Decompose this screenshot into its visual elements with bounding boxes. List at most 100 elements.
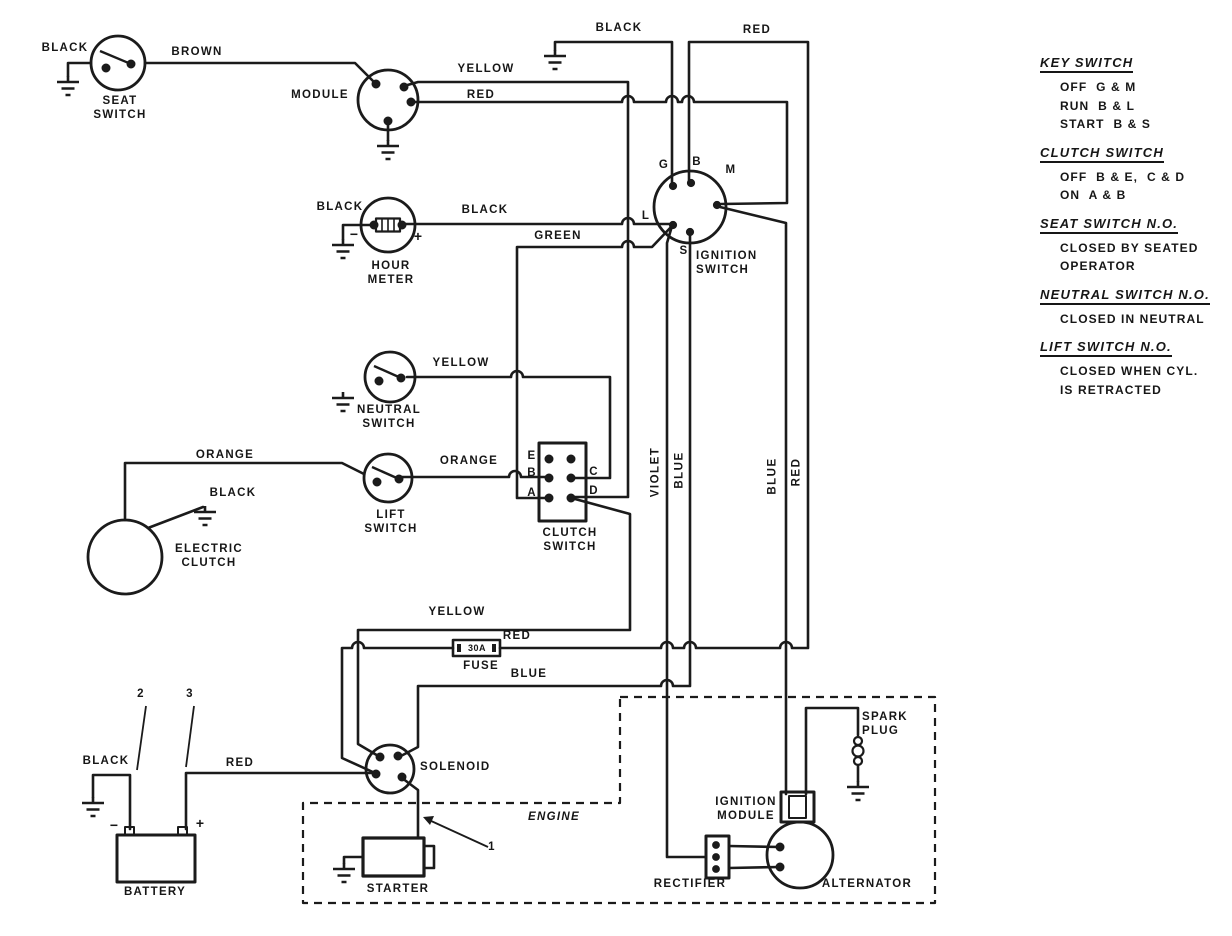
wire-orange-left: [123, 461, 366, 522]
ground-symbol: [80, 795, 106, 818]
legend-title-seat-switch: SEAT SWITCH N.O.: [1040, 216, 1179, 234]
ground-symbol: [55, 74, 81, 97]
component-label-lift-switch: LIFT SWITCH: [364, 509, 418, 535]
wire-label-black-seat: BLACK: [41, 42, 89, 54]
component-label-hour-meter: HOUR METER: [367, 260, 415, 286]
wire-label-yellow-neutral: YELLOW: [432, 357, 490, 369]
legend-line: CLOSED WHEN CYL.: [1060, 364, 1199, 378]
electric-clutch-symbol: [86, 518, 164, 596]
ground-symbol: [375, 138, 401, 161]
wire-label-green: GREEN: [534, 230, 582, 242]
leader-callout-3: [185, 705, 195, 768]
component-label-spark-plug: SPARK PLUG: [862, 711, 908, 737]
legend-line: START B & S: [1060, 117, 1151, 131]
ground-symbol: [542, 48, 568, 71]
wire-label-yellow-module: YELLOW: [457, 63, 515, 75]
wire-label-black-battery: BLACK: [82, 755, 130, 767]
module-symbol: [356, 68, 420, 141]
rectifier-symbol: [704, 834, 731, 880]
pin-label-l: L: [641, 210, 651, 222]
legend-line: OFF G & M: [1060, 80, 1137, 94]
wire-label-violet: VIOLET: [649, 446, 662, 498]
ignition-switch-symbol: [652, 169, 728, 245]
hour-meter-plus: +: [413, 228, 423, 244]
wire-solenoid-yellow: [356, 497, 632, 759]
component-label-battery: BATTERY: [123, 886, 187, 898]
wire-blue-m: [718, 205, 788, 796]
pin-label-b2: B: [527, 467, 537, 479]
wire-seat-black: [66, 61, 93, 78]
hour-meter-minus: −: [349, 226, 359, 242]
wire-top-black: [553, 40, 674, 188]
starter-symbol: [361, 836, 436, 878]
legend-line: OPERATOR: [1060, 259, 1136, 273]
legend-title-clutch-switch: CLUTCH SWITCH: [1040, 145, 1164, 163]
wire-label-blue-right: BLUE: [766, 457, 779, 495]
wire-label-orange-right: ORANGE: [439, 455, 499, 467]
hour-meter-symbol: [359, 196, 417, 254]
wire-clutch-black: [146, 505, 205, 530]
legend-title-key-switch: KEY SWITCH: [1040, 55, 1134, 73]
pin-label-c: C: [589, 466, 599, 478]
wire-neutral-yellow: [405, 369, 612, 480]
legend-lift-switch: LIFT SWITCH N.O. CLOSED WHEN CYL. IS RET…: [1040, 328, 1232, 399]
ignition-module-symbol: [779, 790, 816, 824]
wire-hourmeter-black-right: [400, 216, 674, 226]
component-label-rectifier: RECTIFIER: [653, 878, 727, 890]
wire-brown: [143, 61, 378, 86]
pin-label-m: M: [725, 164, 737, 176]
component-label-starter: STARTER: [366, 883, 430, 895]
legend-line: IS RETRACTED: [1060, 382, 1162, 397]
wire-label-black-hour-left: BLACK: [316, 201, 364, 213]
wire-label-red-module: RED: [466, 89, 496, 101]
fuse-rating-label: 30A: [467, 643, 487, 653]
legend-line: OFF B & E, C & D: [1060, 169, 1186, 184]
callout-1: 1: [488, 841, 496, 853]
wire-battery-red: [184, 771, 377, 831]
pin-label-d: D: [589, 485, 599, 497]
wire-label-blue-mid: BLUE: [673, 451, 686, 489]
wire-starter: [400, 776, 420, 840]
wire-label-orange-left: ORANGE: [195, 449, 255, 461]
battery-plus: +: [195, 815, 205, 831]
callout-2: 2: [137, 688, 145, 700]
leader-callout-1: [428, 819, 489, 848]
component-label-clutch-switch: CLUTCH SWITCH: [542, 527, 598, 553]
legend-neutral-switch: NEUTRAL SWITCH N.O. CLOSED IN NEUTRAL: [1040, 276, 1232, 329]
engine-boundary: [301, 695, 937, 905]
legend-line: RUN B & L: [1060, 98, 1135, 113]
component-label-ignition-module: IGNITION MODULE: [715, 796, 777, 822]
battery-symbol: [115, 826, 197, 884]
battery-minus: −: [109, 817, 119, 833]
legend-seat-switch: SEAT SWITCH N.O. CLOSED BY SEATED OPERAT…: [1040, 205, 1232, 276]
component-label-electric-clutch: ELECTRIC CLUTCH: [175, 543, 243, 569]
neutral-switch-symbol: [363, 350, 417, 404]
ground-symbol: [331, 861, 357, 884]
wire-rectifier-top: [727, 844, 782, 849]
wire-spark-plug: [804, 706, 860, 796]
seat-switch-symbol: [89, 34, 147, 92]
wire-module-red: [409, 94, 789, 206]
legend-clutch-switch: CLUTCH SWITCH OFF B & E, C & D ON A & B: [1040, 134, 1232, 205]
wire-label-black-top: BLACK: [595, 22, 643, 34]
wire-label-yellow-solenoid: YELLOW: [428, 606, 486, 618]
wire-label-red-top: RED: [742, 24, 772, 36]
leader-arrowhead: [423, 816, 434, 825]
wire-green: [515, 224, 674, 500]
wire-label-black-hour-right: BLACK: [461, 204, 509, 216]
wire-orange-right: [400, 469, 551, 479]
wire-label-red-fuse: RED: [502, 630, 532, 642]
wire-starter-ground: [342, 855, 365, 865]
wire-label-red-right: RED: [790, 457, 803, 487]
wire-red-fuse-left: [340, 640, 455, 775]
legend-key-switch: KEY SWITCH OFF G & M RUN B & L START B &…: [1040, 44, 1232, 134]
ground-symbol: [845, 779, 871, 802]
component-label-module: MODULE: [291, 89, 349, 101]
legend-title-lift-switch: LIFT SWITCH N.O.: [1040, 339, 1172, 357]
legend-line: CLOSED IN NEUTRAL: [1060, 311, 1205, 326]
clutch-switch-symbol: [537, 441, 588, 523]
spark-plug-symbol: [851, 735, 865, 767]
wire-blue-s: [397, 231, 692, 759]
component-label-solenoid: SOLENOID: [420, 761, 491, 773]
